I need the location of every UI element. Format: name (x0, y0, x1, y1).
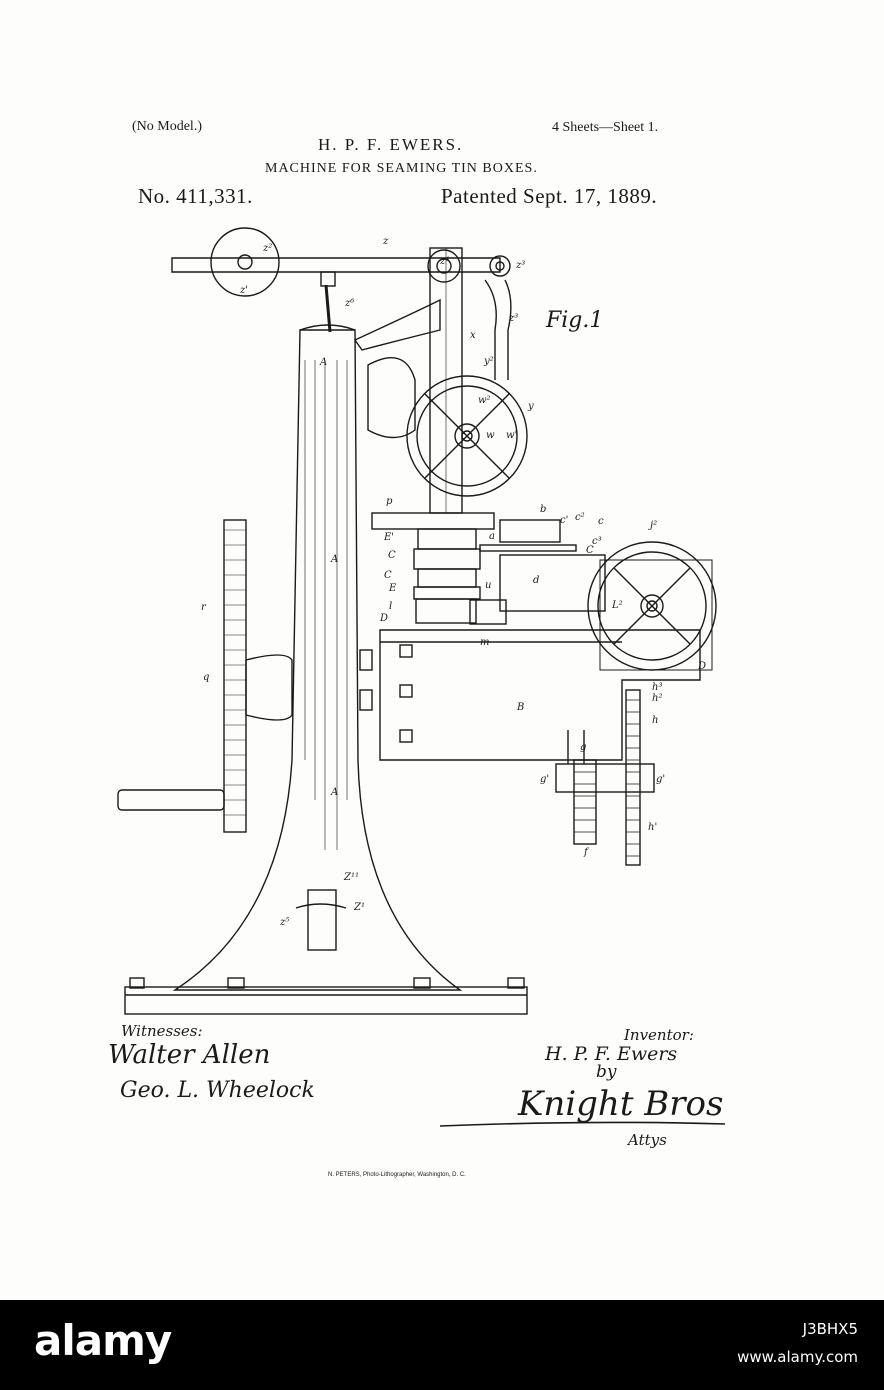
bed-bolts (360, 645, 412, 742)
label-y: y (528, 401, 534, 412)
label-z1: z' (240, 285, 248, 296)
label-c2: c² (575, 512, 585, 523)
label-A-low: A (331, 787, 338, 798)
hub-q (246, 655, 292, 720)
arm-bracket (355, 300, 440, 350)
label-z: z (383, 236, 388, 247)
label-d: d (533, 575, 539, 586)
label-E1: E' (384, 532, 394, 543)
label-c: c (598, 516, 604, 527)
label-z5: z⁵ (280, 917, 289, 928)
label-B: B (517, 702, 524, 713)
sprocket-f (574, 760, 596, 844)
carriage-block (500, 555, 605, 611)
label-D-left: D (380, 613, 388, 624)
crank-handle (118, 790, 224, 810)
label-g: g (580, 742, 586, 753)
label-p: p (386, 496, 392, 507)
label-x: x (470, 330, 476, 341)
label-A-mid: A (331, 554, 338, 565)
witnesses-heading: Witnesses: (121, 1022, 203, 1040)
label-m: m (480, 637, 489, 648)
label-Z11: Z¹¹ (344, 872, 359, 883)
label-g2: g' (656, 774, 665, 785)
stock-watermark-bar: alamy J3BHX5 www.alamy.com (0, 1300, 884, 1390)
label-q: q (203, 672, 209, 683)
label-A-top: A (320, 357, 327, 368)
label-w: w (486, 430, 495, 441)
label-z3: z³ (516, 260, 525, 271)
label-j2: j² (650, 520, 657, 531)
stock-url: www.alamy.com (737, 1348, 858, 1366)
label-g1: g' (540, 774, 549, 785)
label-y2: y² (484, 356, 494, 367)
stock-logo: alamy (34, 1316, 171, 1365)
label-a: a (489, 531, 495, 542)
label-f: f (584, 847, 588, 858)
chain-h (626, 690, 640, 865)
patent-sheet: (No Model.) H. P. F. EWERS. 4 Sheets—She… (0, 0, 884, 1300)
label-w1: w' (506, 430, 517, 441)
label-C3: C (586, 545, 594, 556)
witness-1: Walter Allen (108, 1040, 270, 1070)
clamp-c (500, 520, 560, 542)
label-C2: C (384, 570, 392, 581)
wheel-j2 (588, 542, 716, 670)
shaft-g (556, 764, 654, 792)
label-L2: L² (612, 600, 623, 611)
machine-drawing (0, 0, 884, 1300)
label-z6: z⁶ (345, 298, 354, 309)
figure-caption: Fig.1 (546, 308, 603, 333)
by-text: by (596, 1062, 617, 1082)
label-b: b (540, 504, 546, 515)
label-h: h (652, 715, 658, 726)
label-C: C (388, 550, 396, 561)
inventor-heading: Inventor: (624, 1026, 694, 1044)
label-z3b: z³ (509, 313, 518, 324)
label-h3: h³ (652, 682, 662, 693)
foot-housing (308, 890, 336, 950)
label-c1: c' (560, 515, 568, 526)
attys-text: Attys (628, 1131, 667, 1149)
witness-2: Geo. L. Wheelock (120, 1078, 315, 1103)
label-D-right: D (698, 661, 706, 672)
label-w2: w² (478, 395, 491, 406)
printer-credit: N. PETERS, Photo-Lithographer, Washingto… (328, 1172, 466, 1178)
label-h1: h' (648, 822, 657, 833)
label-r: r (201, 602, 206, 613)
top-stud (321, 272, 335, 286)
label-h2: h² (652, 693, 662, 704)
base-plate (125, 987, 527, 1014)
label-E: E (389, 583, 396, 594)
label-l: l (389, 601, 392, 612)
label-Z1b: Z¹ (354, 902, 365, 913)
stock-image-id: J3BHX5 (803, 1320, 858, 1338)
label-z4: z⁴ (440, 256, 449, 267)
signature-underline (440, 1118, 730, 1134)
label-z2: z² (263, 243, 272, 254)
label-u: u (485, 580, 491, 591)
